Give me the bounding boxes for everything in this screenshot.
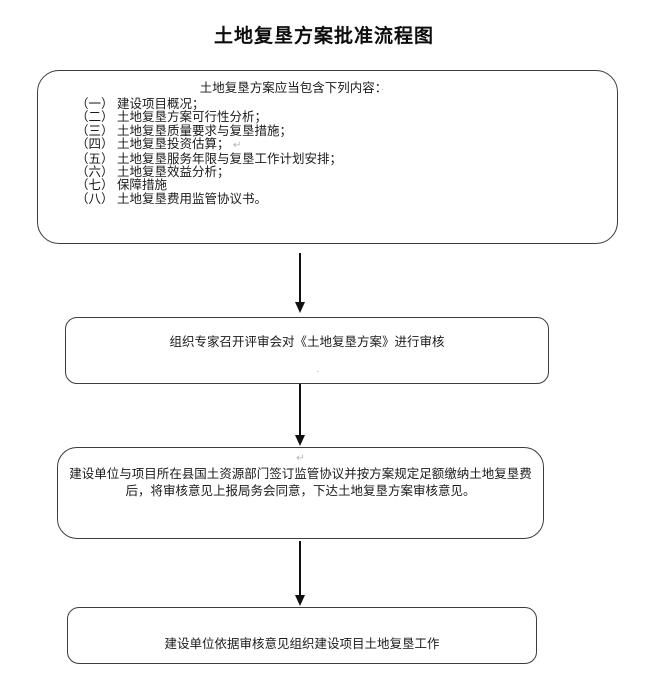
list-item-text: （二） 土地复垦方案可行性分析； xyxy=(76,110,267,125)
arrow-shaft xyxy=(299,253,301,303)
contents-list: （一） 建设项目概况； （二） 土地复垦方案可行性分析； （三） 土地复垦质量要… xyxy=(76,97,617,206)
list-item-text: （五） 土地复垦服务年限与复垦工作计划安排； xyxy=(76,151,342,166)
paragraph-mark: ↵ xyxy=(232,140,242,152)
list-item: （六） 土地复垦效益分析； xyxy=(76,165,617,180)
implementation-box: 建设单位依据审核意见组织建设项目土地复垦工作 xyxy=(67,607,537,664)
list-item-text: （六） 土地复垦效益分析； xyxy=(76,165,230,180)
list-item: （三） 土地复垦质量要求与复垦措施； xyxy=(76,123,617,138)
list-item: （一） 建设项目概况； xyxy=(76,97,617,111)
arrow-head-icon xyxy=(294,302,305,313)
agreement-box: ↵ 建设单位与项目所在县国土资源部门签订监管协议并按方案规定足额缴纳土地复垦费 … xyxy=(57,447,544,539)
list-item: （二） 土地复垦方案可行性分析； xyxy=(76,111,617,124)
agreement-line-2: 后，将审核意见上报局务会同意，下达土地复垦方案审核意见。 xyxy=(125,483,476,498)
list-item: （四） 土地复垦投资估算； ↵ xyxy=(76,138,617,152)
list-item-text: （四） 土地复垦投资估算； xyxy=(76,137,230,152)
agreement-box-text: 建设单位与项目所在县国土资源部门签订监管协议并按方案规定足额缴纳土地复垦费 后，… xyxy=(58,465,543,499)
contents-heading-text: 土地复垦方案应当包含下列内容： xyxy=(199,81,381,95)
contents-box: 土地复垦方案应当包含下列内容：· （一） 建设项目概况； （二） 土地复垦方案可… xyxy=(37,70,618,244)
arrow-shaft xyxy=(299,541,301,596)
paragraph-mark: ↵ xyxy=(296,453,305,464)
list-item: （五） 土地复垦服务年限与复垦工作计划安排； xyxy=(76,151,617,166)
list-item-text: （七） 保障措施 xyxy=(76,178,167,193)
list-item: （七） 保障措施 xyxy=(76,179,617,192)
arrow-shaft xyxy=(299,384,301,436)
arrow-head-icon xyxy=(294,435,305,446)
list-item: （八） 土地复垦费用监管协议书。 xyxy=(76,191,617,206)
list-item-text: （八） 土地复垦费用监管协议书。 xyxy=(76,191,267,206)
review-box-text: 组织专家召开评审会对《土地复垦方案》进行审核 xyxy=(169,335,445,349)
list-item-text: （三） 土地复垦质量要求与复垦措施； xyxy=(76,123,292,138)
paragraph-mark: · xyxy=(380,84,385,95)
paragraph-mark: · xyxy=(316,366,320,377)
agreement-line-1: 建设单位与项目所在县国土资源部门签订监管协议并按方案规定足额缴纳土地复垦费 xyxy=(69,467,532,481)
list-item-text: （一） 建设项目概况； xyxy=(76,97,205,111)
contents-heading: 土地复垦方案应当包含下列内容：· xyxy=(38,81,546,97)
review-box: 组织专家召开评审会对《土地复垦方案》进行审核 · xyxy=(65,317,549,384)
implementation-box-text: 建设单位依据审核意见组织建设项目土地复垦工作 xyxy=(164,637,440,651)
page-title: 土地复垦方案批准流程图 xyxy=(213,26,434,47)
arrow-head-icon xyxy=(294,595,305,606)
